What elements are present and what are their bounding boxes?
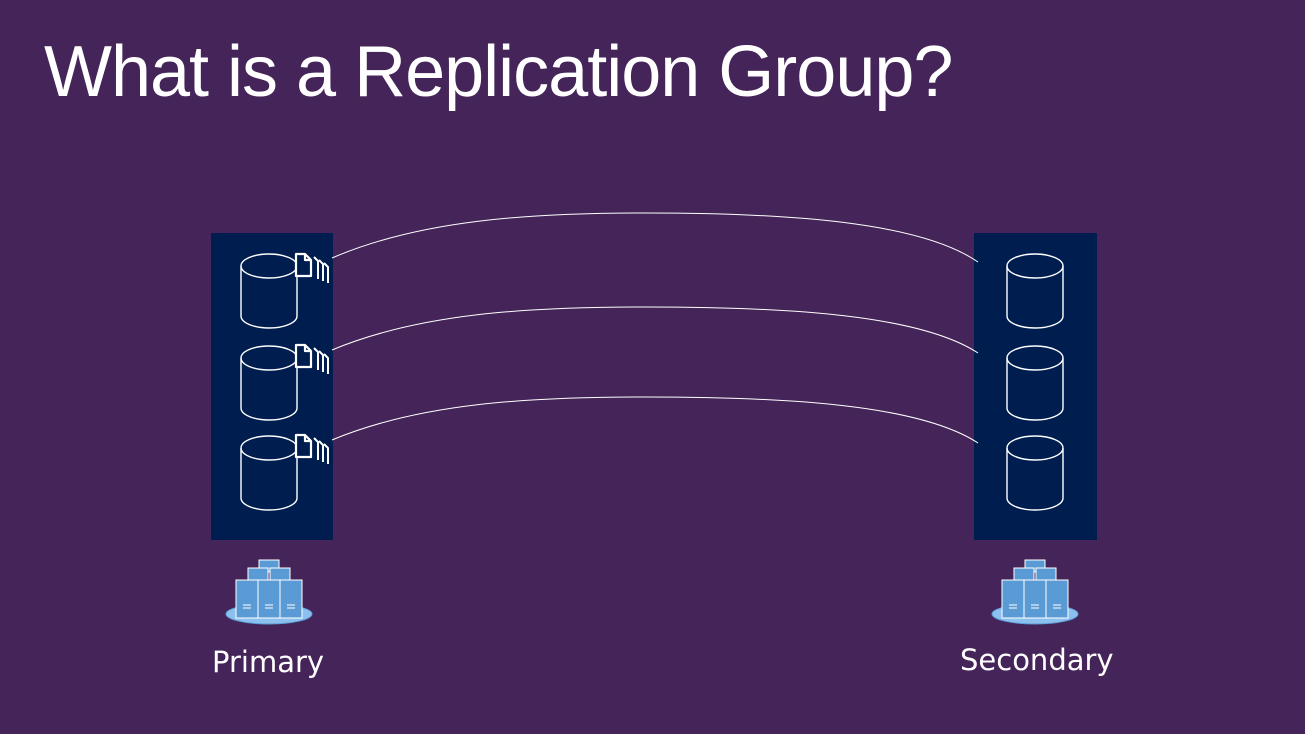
secondary-database-icon-3 <box>1006 435 1064 511</box>
primary-database-icon-2 <box>240 345 298 421</box>
log-files-icon-1 <box>294 252 330 285</box>
secondary-database-icon-2 <box>1006 345 1064 421</box>
secondary-label: Secondary <box>960 643 1114 677</box>
primary-server-cluster-icon <box>225 559 313 625</box>
replication-link-1 <box>331 212 979 263</box>
secondary-database-icon-1 <box>1006 253 1064 329</box>
primary-database-icon-3 <box>240 435 298 511</box>
primary-database-panel <box>211 233 333 540</box>
secondary-database-panel <box>974 233 1097 540</box>
replication-link-2 <box>331 306 979 354</box>
log-files-icon-2 <box>294 343 330 376</box>
replication-link-3 <box>331 396 979 444</box>
primary-label: Primary <box>212 645 325 679</box>
slide-title: What is a Replication Group? <box>44 32 953 112</box>
secondary-server-cluster-icon <box>991 559 1079 625</box>
primary-database-icon-1 <box>240 253 298 329</box>
log-files-icon-3 <box>294 433 330 466</box>
